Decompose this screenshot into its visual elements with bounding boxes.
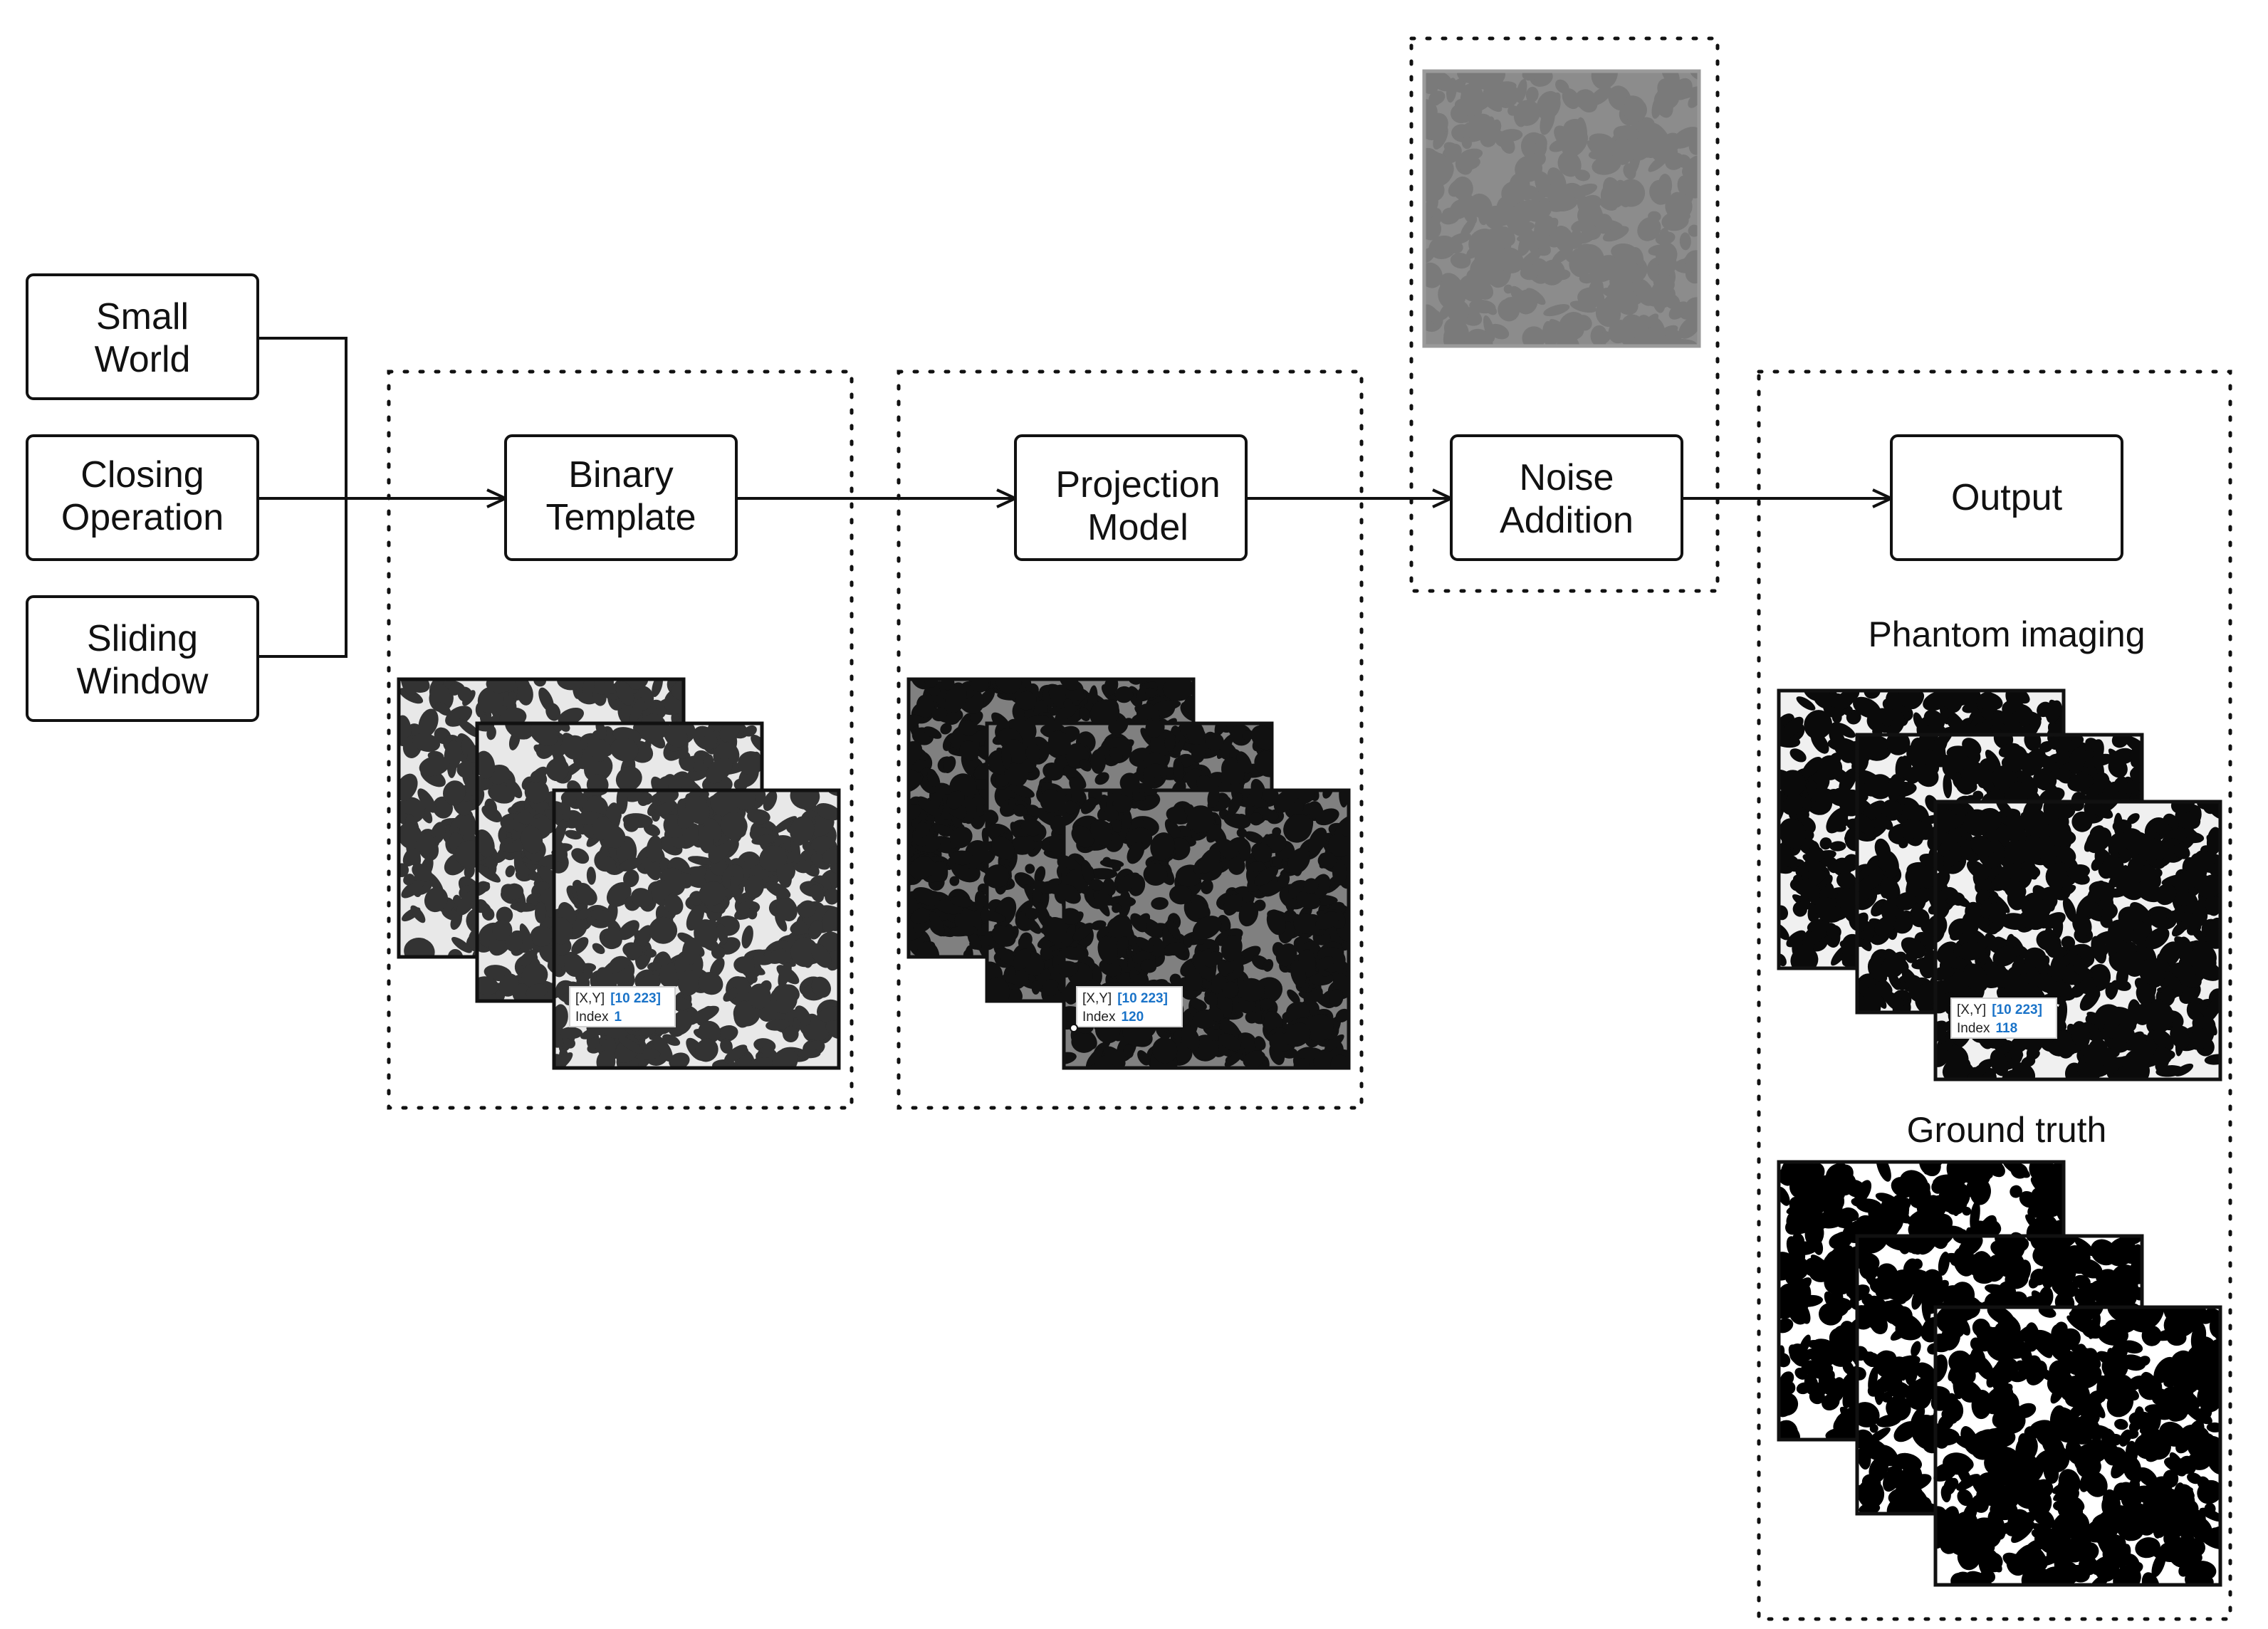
tooltip-xy-label: [X,Y] <box>575 991 605 1006</box>
stage-label-line: Binary <box>568 454 673 496</box>
stage-label-line: Template <box>546 497 696 538</box>
noise-sample-image <box>1422 69 1701 348</box>
tooltip-xy-value: [10 223] <box>610 991 661 1006</box>
input-label-line: Sliding <box>87 618 198 659</box>
phantom-pixel-tooltip: [X,Y] [10 223] Index 118 <box>1950 997 2057 1039</box>
tooltip-index-value: 120 <box>1121 1010 1144 1025</box>
stage-box-binary-template: Binary Template <box>504 434 738 561</box>
ground-truth-stack <box>1777 1160 2222 1587</box>
tooltip-xy-label: [X,Y] <box>1957 1002 1986 1017</box>
stage-label-line: Projection <box>1055 464 1220 506</box>
projection-pixel-tooltip: [X,Y] [10 223] Index 120 <box>1070 986 1183 1032</box>
connectors <box>259 337 1891 658</box>
ground-truth-slice-3 <box>1933 1305 2222 1587</box>
tooltip-xy-value: [10 223] <box>1992 1002 2042 1017</box>
input-label-line: Small <box>96 296 189 337</box>
phantom-imaging-stack <box>1777 688 2222 1081</box>
input-box-sliding-window: Sliding Window <box>26 595 259 722</box>
stage-box-projection-model: Projection Model <box>1014 434 1248 561</box>
tooltip-index-value: 1 <box>614 1010 622 1025</box>
tooltip-index-label: Index <box>1957 1021 1990 1036</box>
noise-texture <box>1422 69 1701 348</box>
tooltip-index-value: 118 <box>1995 1021 2017 1036</box>
ground-truth-caption: Ground truth <box>1907 1110 2107 1150</box>
input-label-line: Closing <box>80 454 204 496</box>
stage-label-line: Addition <box>1500 500 1634 541</box>
stage-label-line: Output <box>1951 477 2063 518</box>
tooltip-index-label: Index <box>575 1010 609 1025</box>
binary-template-stack <box>397 677 841 1070</box>
cursor-marker <box>1070 1024 1078 1032</box>
binary-template-group <box>387 370 854 1110</box>
phantom-imaging-slice-3 <box>1933 800 2222 1081</box>
output-group <box>1757 370 2232 1621</box>
stage-box-output: Output <box>1890 434 2123 561</box>
noise-addition-group <box>1409 36 1720 593</box>
stage-box-noise-addition: Noise Addition <box>1450 434 1683 561</box>
input-label-line: World <box>95 339 191 380</box>
input-box-small-world: Small World <box>26 273 259 400</box>
phantom-imaging-caption: Phantom imaging <box>1868 614 2145 654</box>
binary-template-slice-3 <box>552 788 841 1070</box>
tooltip-xy-value: [10 223] <box>1117 991 1168 1006</box>
binary-pixel-tooltip: [X,Y] [10 223] Index 1 <box>569 986 676 1027</box>
input-label-line: Window <box>77 661 209 702</box>
stage-label-line: Noise <box>1520 457 1614 498</box>
stage-label-line: Model <box>1087 507 1188 548</box>
projection-model-slice-3 <box>1062 788 1351 1070</box>
input-box-closing-operation: Closing Operation <box>26 434 259 561</box>
tooltip-xy-label: [X,Y] <box>1082 991 1112 1006</box>
tooltip-index-label: Index <box>1082 1010 1116 1025</box>
projection-model-group <box>897 370 1364 1110</box>
input-label-line: Operation <box>61 497 224 538</box>
